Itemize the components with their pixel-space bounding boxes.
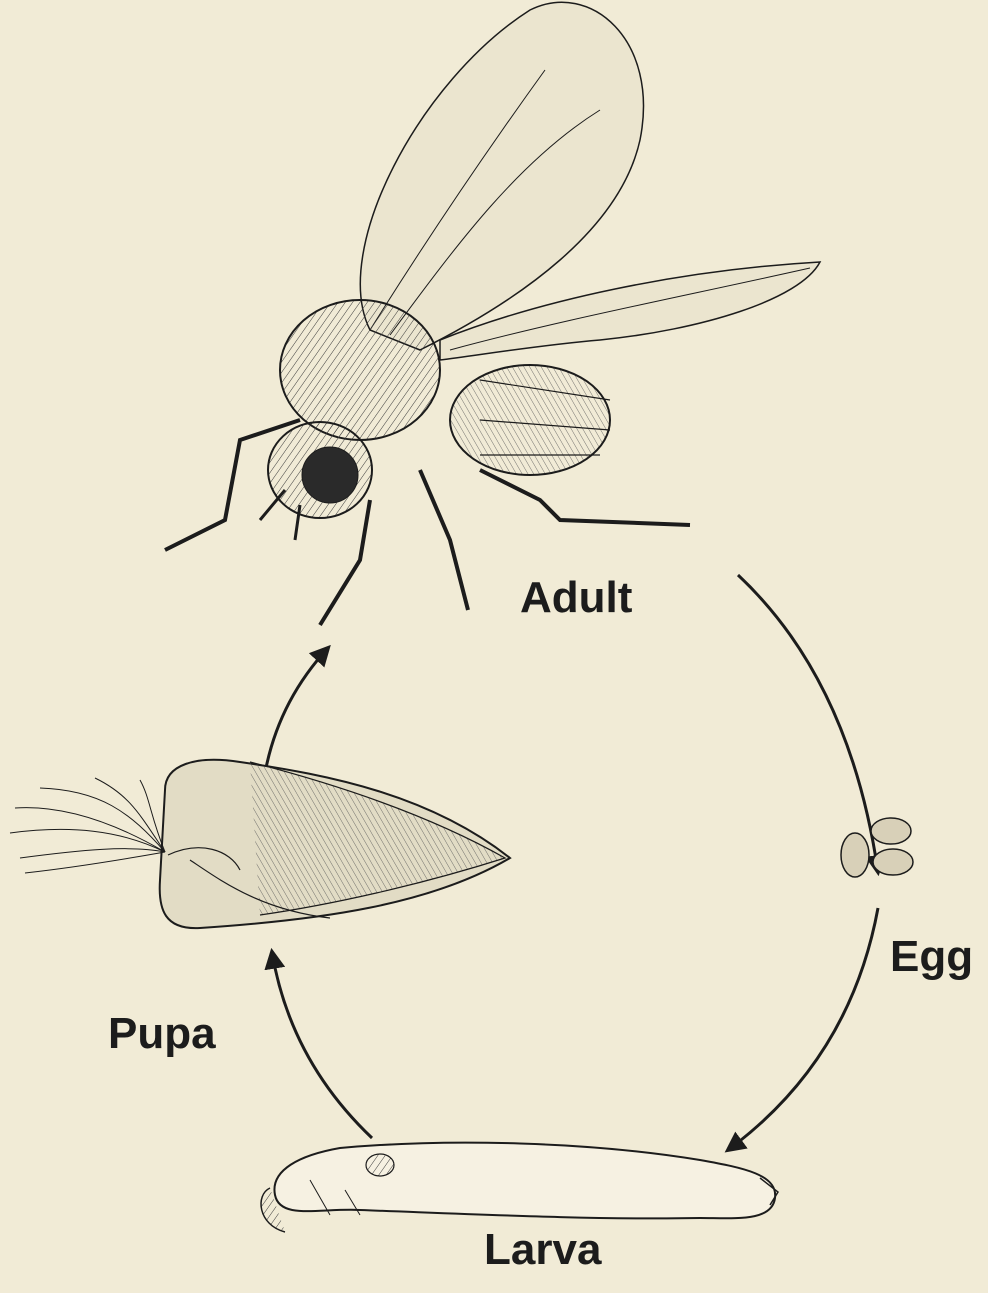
adult-fly-illustration [165, 2, 820, 625]
label-egg: Egg [890, 935, 973, 979]
arrow-adult-to-egg [738, 575, 878, 872]
arrow-egg-to-larva [728, 908, 878, 1150]
label-pupa: Pupa [108, 1012, 216, 1056]
arrow-larva-to-pupa [272, 952, 372, 1138]
label-larva: Larva [484, 1228, 601, 1272]
egg-illustration [841, 818, 913, 877]
larva-illustration [261, 1143, 778, 1232]
arrow-pupa-to-adult [266, 648, 328, 768]
pupa-illustration [10, 760, 510, 928]
label-adult: Adult [520, 576, 632, 620]
